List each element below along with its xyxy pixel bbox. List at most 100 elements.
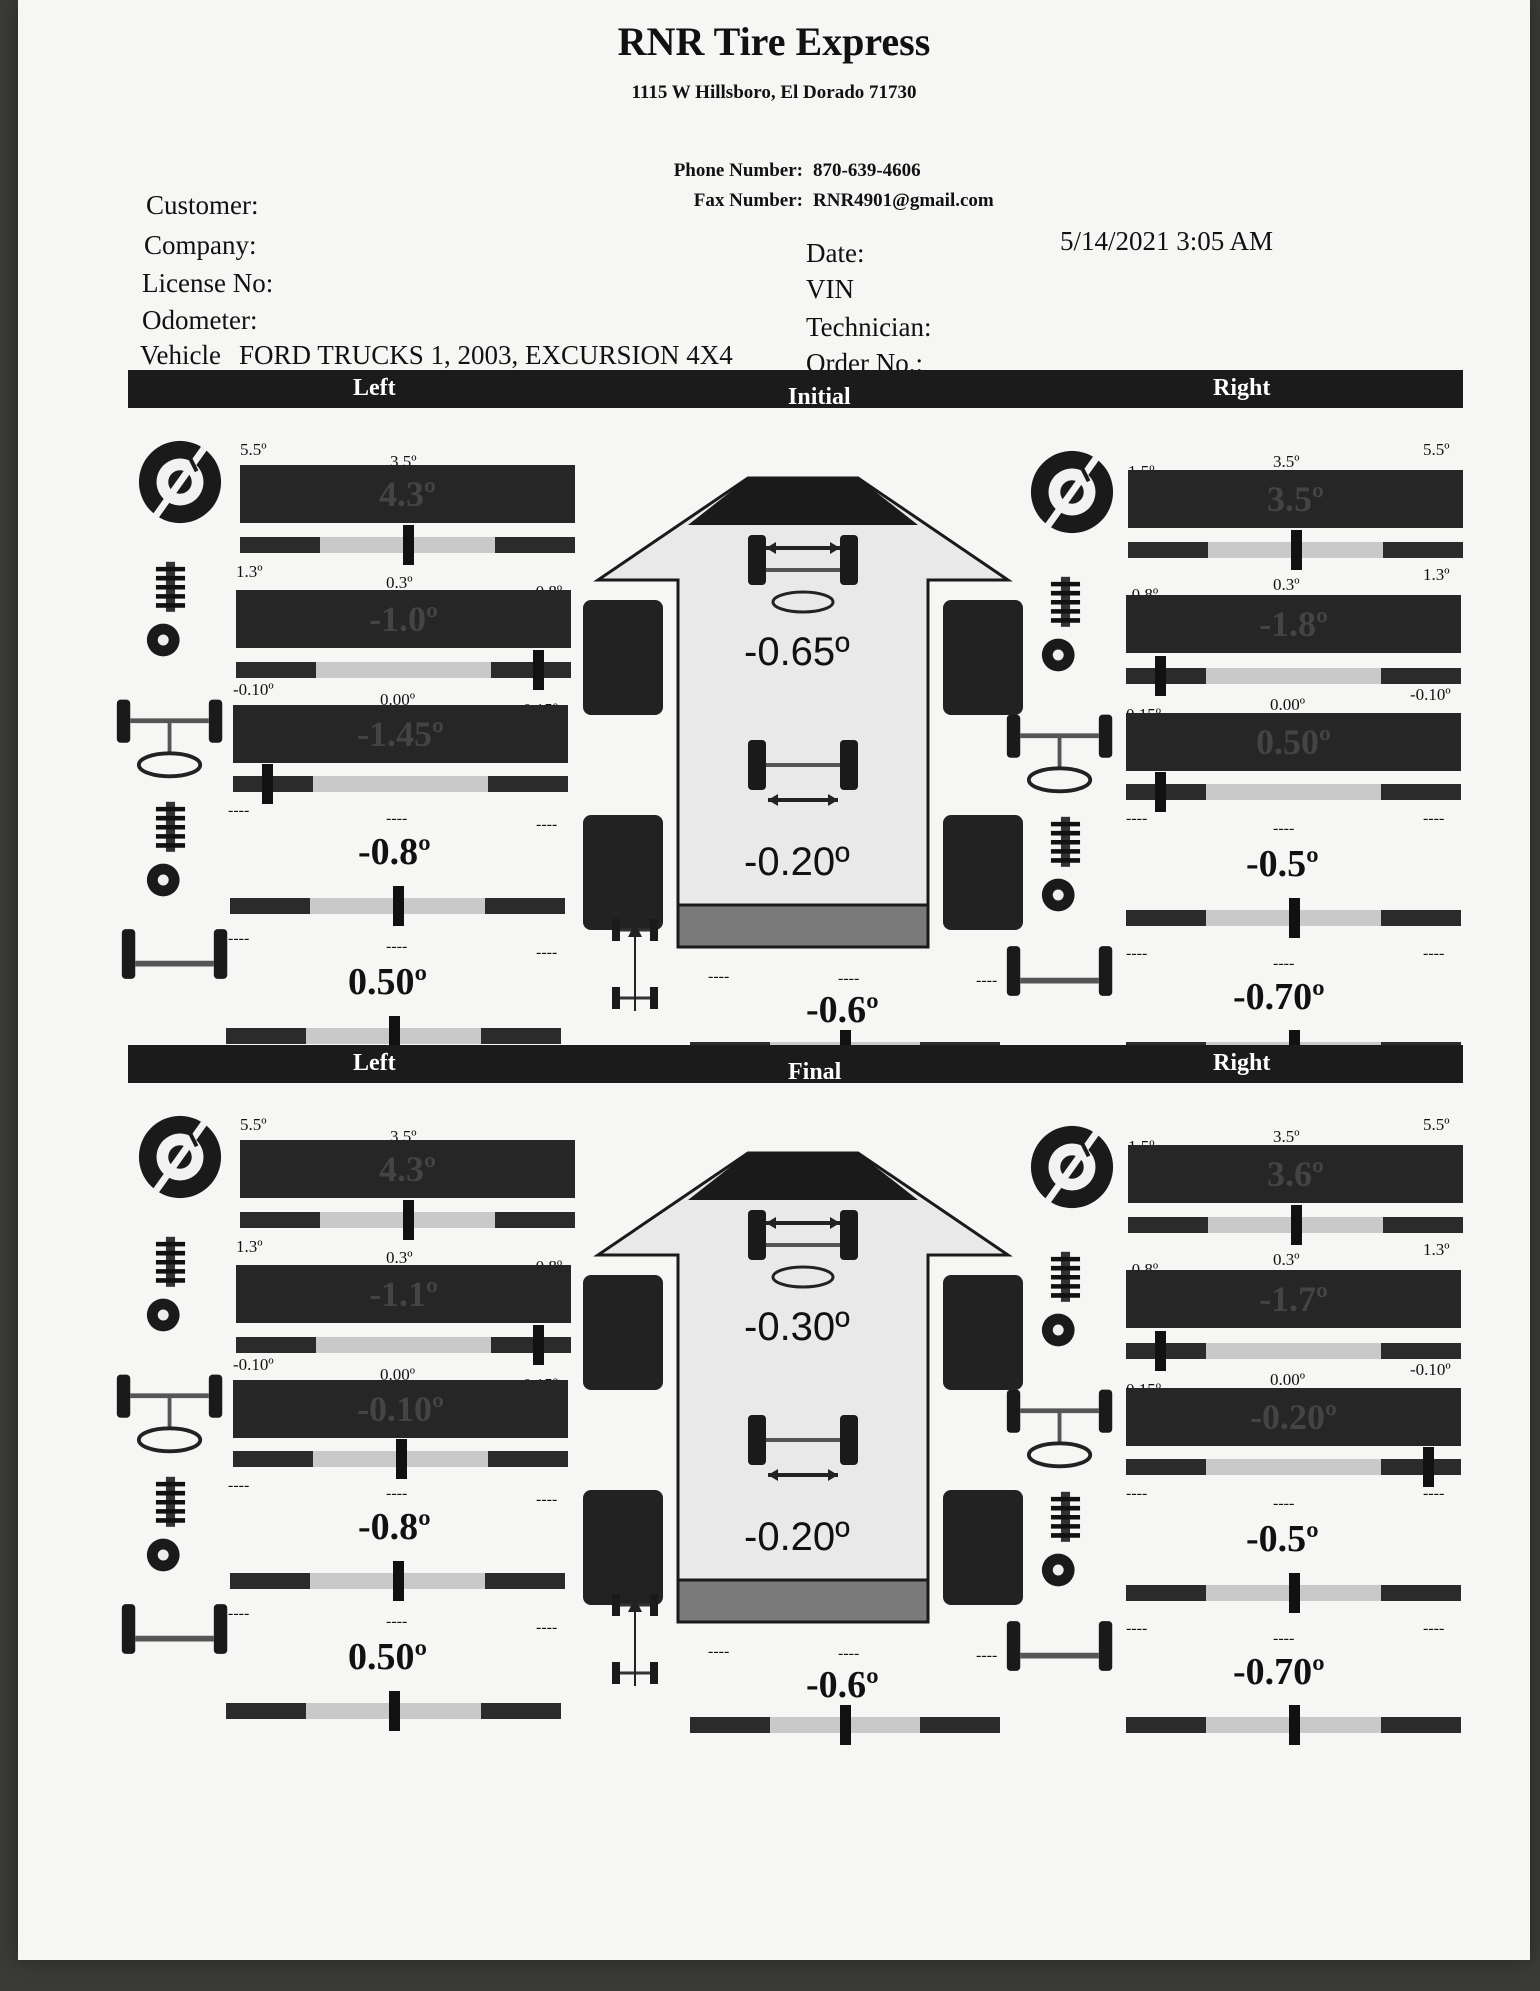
caster-scale-mid: 0.3º (386, 573, 413, 592)
phone-label: Phone Number: (673, 160, 803, 181)
toe-value: -0.20º (1250, 1397, 1337, 1437)
rear-toe-value: 0.50º (348, 1636, 428, 1678)
camber-scale-min: 5.5º (240, 1115, 267, 1134)
section-band: Left Final Right (128, 1045, 1463, 1085)
caster-value: -1.8º (1259, 604, 1328, 644)
right-heading: Right (1213, 1050, 1271, 1076)
caster-strut-icon (1038, 1250, 1093, 1350)
rear-toe-axle-icon (118, 1600, 233, 1658)
sai-dash-left: ---- (1126, 1485, 1148, 1502)
sai-scale (1126, 898, 1461, 938)
toe-value-bar: 0.50º (1126, 713, 1461, 771)
fax-value: RNR4901@gmail.com (813, 190, 994, 211)
toe-steering-icon (113, 690, 228, 786)
section-title: Initial (788, 384, 851, 410)
fax-line: Fax Number: RNR4901@gmail.com (653, 190, 994, 212)
caster-scale (236, 650, 571, 690)
camber-value: 3.5º (1267, 479, 1324, 519)
rear-toe-dash-right: ---- (1423, 1620, 1445, 1637)
caster-value: -1.1º (369, 1274, 438, 1314)
thrust-dash-right: ---- (976, 972, 998, 989)
caster-strut-icon (143, 1235, 198, 1335)
rear-toe-dash-left: ---- (228, 1605, 250, 1622)
rear-toe-dash-mid: ---- (386, 1613, 408, 1630)
camber-value: 3.6º (1267, 1154, 1324, 1194)
camber-scale (240, 525, 575, 565)
rear-toe-value: 0.50º (348, 961, 428, 1003)
front-total-toe: -0.30º (744, 1305, 850, 1349)
toe-scale-mid: 0.00º (1270, 695, 1306, 714)
rear-toe-dash-left: ---- (228, 930, 250, 947)
caster-value-bar: -1.1º (236, 1265, 571, 1323)
rear-total-toe: -0.20º (744, 840, 850, 884)
thrust-dash-mid: ---- (838, 1645, 860, 1662)
vehicle-value: FORD TRUCKS 1, 2003, EXCURSION 4X4 (238, 340, 733, 370)
camber-value-bar: 3.5º (1128, 470, 1463, 528)
caster-scale-mid: 0.3º (1273, 1250, 1300, 1269)
toe-value-bar: -0.10º (233, 1380, 568, 1438)
rear-toe-dash-mid: ---- (386, 938, 408, 955)
shop-name: RNR Tire Express (617, 19, 931, 64)
left-heading: Left (353, 375, 396, 401)
sai-dash-mid: ---- (386, 810, 408, 827)
section-band: Left Initial Right (128, 370, 1463, 410)
camber-scale (1128, 530, 1463, 570)
toe-scale (233, 1439, 568, 1479)
caster-value-bar: -1.8º (1126, 595, 1461, 653)
caster-scale-min: 1.3º (236, 562, 263, 581)
thrust-dash-left: ---- (708, 1643, 730, 1660)
camber-wheel-icon (136, 438, 224, 526)
sai-dash-mid: ---- (386, 1485, 408, 1502)
thrust-angle-icon (606, 1590, 666, 1690)
thrust-angle-value: -0.6º (806, 989, 879, 1031)
sai-dash-mid: ---- (1273, 820, 1295, 837)
camber-scale-mid: 3.5º (1273, 452, 1300, 471)
caster-value: -1.0º (369, 599, 438, 639)
rear-toe-scale (1126, 1705, 1461, 1745)
right-heading: Right (1213, 375, 1271, 401)
toe-scale (233, 764, 568, 804)
caster-scale-mid: 0.3º (386, 1248, 413, 1267)
sai-dash-left: ---- (228, 1477, 250, 1494)
sai-strut-icon (1038, 1490, 1093, 1590)
sai-value: -0.8º (358, 831, 431, 873)
rear-toe-value: -0.70º (1233, 976, 1325, 1018)
sai-strut-icon (143, 800, 198, 900)
report-datetime: 5/14/2021 3:05 AM (1060, 226, 1274, 256)
thrust-angle-value: -0.6º (806, 1664, 879, 1706)
camber-value: 4.3º (379, 474, 436, 514)
thrust-dash-right: ---- (976, 1647, 998, 1664)
sai-dash-right: ---- (1423, 810, 1445, 827)
sai-scale (230, 886, 565, 926)
toe-scale-mid: 0.00º (1270, 1370, 1306, 1389)
shop-address: 1115 W Hillsboro, El Dorado 71730 (631, 82, 917, 103)
rear-toe-dash-mid: ---- (1273, 1630, 1295, 1647)
caster-scale (236, 1325, 571, 1365)
sai-dash-right: ---- (536, 816, 558, 833)
section-title: Final (788, 1059, 842, 1085)
caster-scale (1126, 1331, 1461, 1371)
technician-label: Technician: (806, 312, 932, 342)
phone-value: 870-639-4606 (813, 160, 921, 181)
final-section: Left Final Right -0.30º -0.20º ---- ----… (18, 1045, 1530, 1765)
caster-value-bar: -1.0º (236, 590, 571, 648)
toe-scale-max: -0.10º (1410, 685, 1451, 704)
toe-value: -0.10º (357, 1389, 444, 1429)
camber-wheel-icon (1028, 448, 1116, 536)
rear-toe-dash-right: ---- (1423, 945, 1445, 962)
rear-toe-scale (226, 1691, 561, 1731)
camber-value-bar: 3.6º (1128, 1145, 1463, 1203)
sai-scale (230, 1561, 565, 1601)
rear-toe-dash-mid: ---- (1273, 955, 1295, 972)
rear-toe-axle-icon (1003, 1617, 1118, 1675)
customer-label: Customer: (146, 190, 259, 220)
license-label: License No: (142, 268, 274, 298)
fax-label: Fax Number: (693, 190, 803, 211)
sai-dash-right: ---- (536, 1491, 558, 1508)
caster-scale-min: 1.3º (236, 1237, 263, 1256)
camber-wheel-icon (1028, 1123, 1116, 1211)
front-total-toe: -0.65º (744, 630, 850, 674)
alignment-report-page: RNR Tire Express 1115 W Hillsboro, El Do… (18, 0, 1530, 1960)
camber-scale-mid: 3.5º (1273, 1127, 1300, 1146)
camber-scale-max: 5.5º (1423, 1115, 1450, 1134)
